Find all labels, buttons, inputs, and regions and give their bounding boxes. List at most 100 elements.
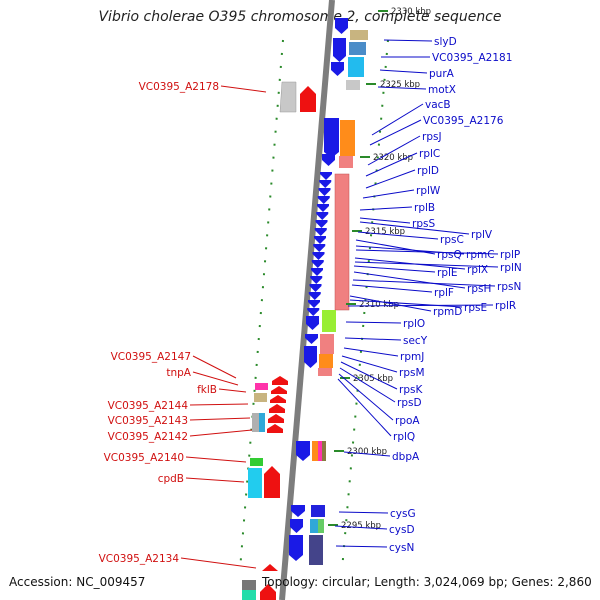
forward-gene-label[interactable]: rplW — [416, 185, 441, 197]
gene-block[interactable] — [350, 30, 368, 40]
forward-gene-label[interactable]: rpoA — [395, 415, 420, 427]
gene-arrow[interactable] — [335, 18, 348, 34]
gene-arrow[interactable] — [311, 260, 324, 268]
forward-gene-label[interactable]: rplN — [500, 262, 522, 274]
forward-gene-label[interactable]: rplD — [417, 165, 439, 177]
forward-gene-label[interactable]: rpsQ — [437, 249, 462, 261]
gene-arrow[interactable] — [290, 519, 303, 533]
gene-arrow[interactable] — [319, 180, 332, 188]
gene-block[interactable] — [322, 441, 326, 461]
gene-arrow[interactable] — [309, 284, 322, 292]
gene-arrow[interactable] — [306, 316, 319, 330]
gene-arrow[interactable] — [322, 154, 335, 166]
gene-arrow[interactable] — [271, 386, 287, 394]
forward-gene-label[interactable]: vacB — [425, 99, 451, 111]
gene-block[interactable] — [318, 519, 324, 533]
gene-block[interactable] — [334, 173, 350, 311]
forward-gene-label[interactable]: slyD — [434, 36, 457, 48]
gene-arrow[interactable] — [272, 376, 288, 385]
reverse-gene-label[interactable]: VC0395_A2147 — [111, 351, 191, 363]
forward-gene-label[interactable]: rplX — [467, 264, 488, 276]
gene-block[interactable] — [312, 441, 318, 461]
forward-gene-label[interactable]: rpmD — [433, 306, 462, 318]
forward-gene-label[interactable]: rpmJ — [400, 351, 424, 363]
gene-block[interactable] — [346, 80, 360, 90]
gene-arrow[interactable] — [307, 308, 320, 316]
forward-gene-label[interactable]: rplC — [419, 148, 440, 160]
gene-arrow[interactable] — [317, 196, 330, 204]
forward-gene-label[interactable]: rpsC — [440, 234, 464, 246]
forward-gene-label[interactable]: rplR — [495, 300, 516, 312]
gene-arrow[interactable] — [308, 292, 321, 300]
reverse-gene-label[interactable]: VC0395_A2134 — [99, 553, 180, 565]
forward-gene-label[interactable]: rplE — [437, 267, 458, 279]
forward-gene-label[interactable]: rplQ — [393, 431, 415, 443]
forward-gene-label[interactable]: rpsD — [397, 397, 422, 409]
gene-block[interactable] — [348, 57, 364, 77]
gene-arrow[interactable] — [308, 300, 320, 308]
gene-block[interactable] — [349, 42, 366, 55]
forward-gene-label[interactable]: VC0395_A2181 — [432, 52, 512, 64]
forward-gene-label[interactable]: rpsN — [497, 281, 521, 293]
gene-block[interactable] — [259, 413, 265, 432]
gene-block[interactable] — [318, 368, 332, 376]
gene-arrow[interactable] — [270, 395, 286, 403]
forward-gene-label[interactable]: VC0395_A2176 — [423, 115, 504, 127]
gene-arrow[interactable] — [289, 535, 303, 561]
gene-arrow[interactable] — [269, 404, 285, 413]
gene-block[interactable] — [264, 466, 280, 498]
gene-block[interactable] — [250, 458, 263, 466]
gene-block[interactable] — [300, 86, 316, 112]
reverse-gene-label[interactable]: VC0395_A2142 — [108, 431, 188, 443]
gene-block[interactable] — [319, 354, 333, 368]
gene-arrow[interactable] — [314, 236, 326, 244]
gene-block[interactable] — [260, 584, 276, 600]
reverse-gene-label[interactable]: tnpA — [166, 367, 191, 379]
forward-gene-label[interactable]: rplV — [471, 229, 493, 241]
gene-arrow[interactable] — [314, 228, 327, 236]
gene-arrow[interactable] — [267, 424, 283, 433]
forward-gene-label[interactable]: rpsK — [399, 384, 423, 396]
gene-arrow[interactable] — [313, 244, 326, 252]
reverse-gene-label[interactable]: VC0395_A2140 — [104, 452, 184, 464]
forward-gene-label[interactable]: rplO — [403, 318, 425, 330]
gene-arrow[interactable] — [315, 220, 328, 228]
forward-gene-label[interactable]: motX — [428, 84, 456, 96]
reverse-gene-label[interactable]: VC0395_A2178 — [139, 81, 219, 93]
forward-gene-label[interactable]: rpsH — [467, 283, 491, 295]
gene-block[interactable] — [255, 383, 268, 390]
gene-block[interactable] — [279, 81, 297, 113]
gene-arrow[interactable] — [311, 268, 323, 276]
gene-block[interactable] — [311, 505, 325, 517]
gene-arrow[interactable] — [305, 334, 318, 344]
forward-gene-label[interactable]: rpmC — [466, 249, 495, 261]
gene-arrow[interactable] — [331, 62, 344, 76]
forward-gene-label[interactable]: cysN — [389, 542, 414, 554]
gene-arrow[interactable] — [317, 204, 329, 212]
gene-arrow[interactable] — [324, 118, 339, 158]
forward-gene-label[interactable]: secY — [403, 335, 428, 347]
forward-gene-label[interactable]: cysG — [390, 508, 416, 520]
gene-block[interactable] — [322, 310, 336, 332]
forward-gene-label[interactable]: cysD — [389, 524, 415, 536]
reverse-gene-label[interactable]: cpdB — [158, 473, 184, 485]
gene-arrow[interactable] — [320, 172, 332, 180]
gene-block[interactable] — [339, 156, 353, 168]
gene-block[interactable] — [262, 564, 278, 571]
gene-block[interactable] — [252, 413, 259, 432]
reverse-gene-label[interactable]: VC0395_A2144 — [108, 400, 189, 412]
gene-arrow[interactable] — [318, 188, 331, 196]
gene-block[interactable] — [254, 393, 267, 402]
forward-gene-label[interactable]: rpsM — [399, 367, 425, 379]
gene-block[interactable] — [309, 535, 323, 565]
gene-block[interactable] — [318, 441, 322, 461]
gene-arrow[interactable] — [304, 346, 317, 368]
gene-arrow[interactable] — [310, 276, 323, 284]
gene-arrow[interactable] — [316, 212, 329, 220]
forward-gene-label[interactable]: rpsS — [412, 218, 435, 230]
gene-block[interactable] — [248, 468, 262, 498]
gene-arrow[interactable] — [333, 38, 346, 62]
forward-gene-label[interactable]: rpsE — [464, 302, 487, 314]
forward-gene-label[interactable]: purA — [429, 68, 455, 80]
gene-block[interactable] — [320, 334, 334, 354]
